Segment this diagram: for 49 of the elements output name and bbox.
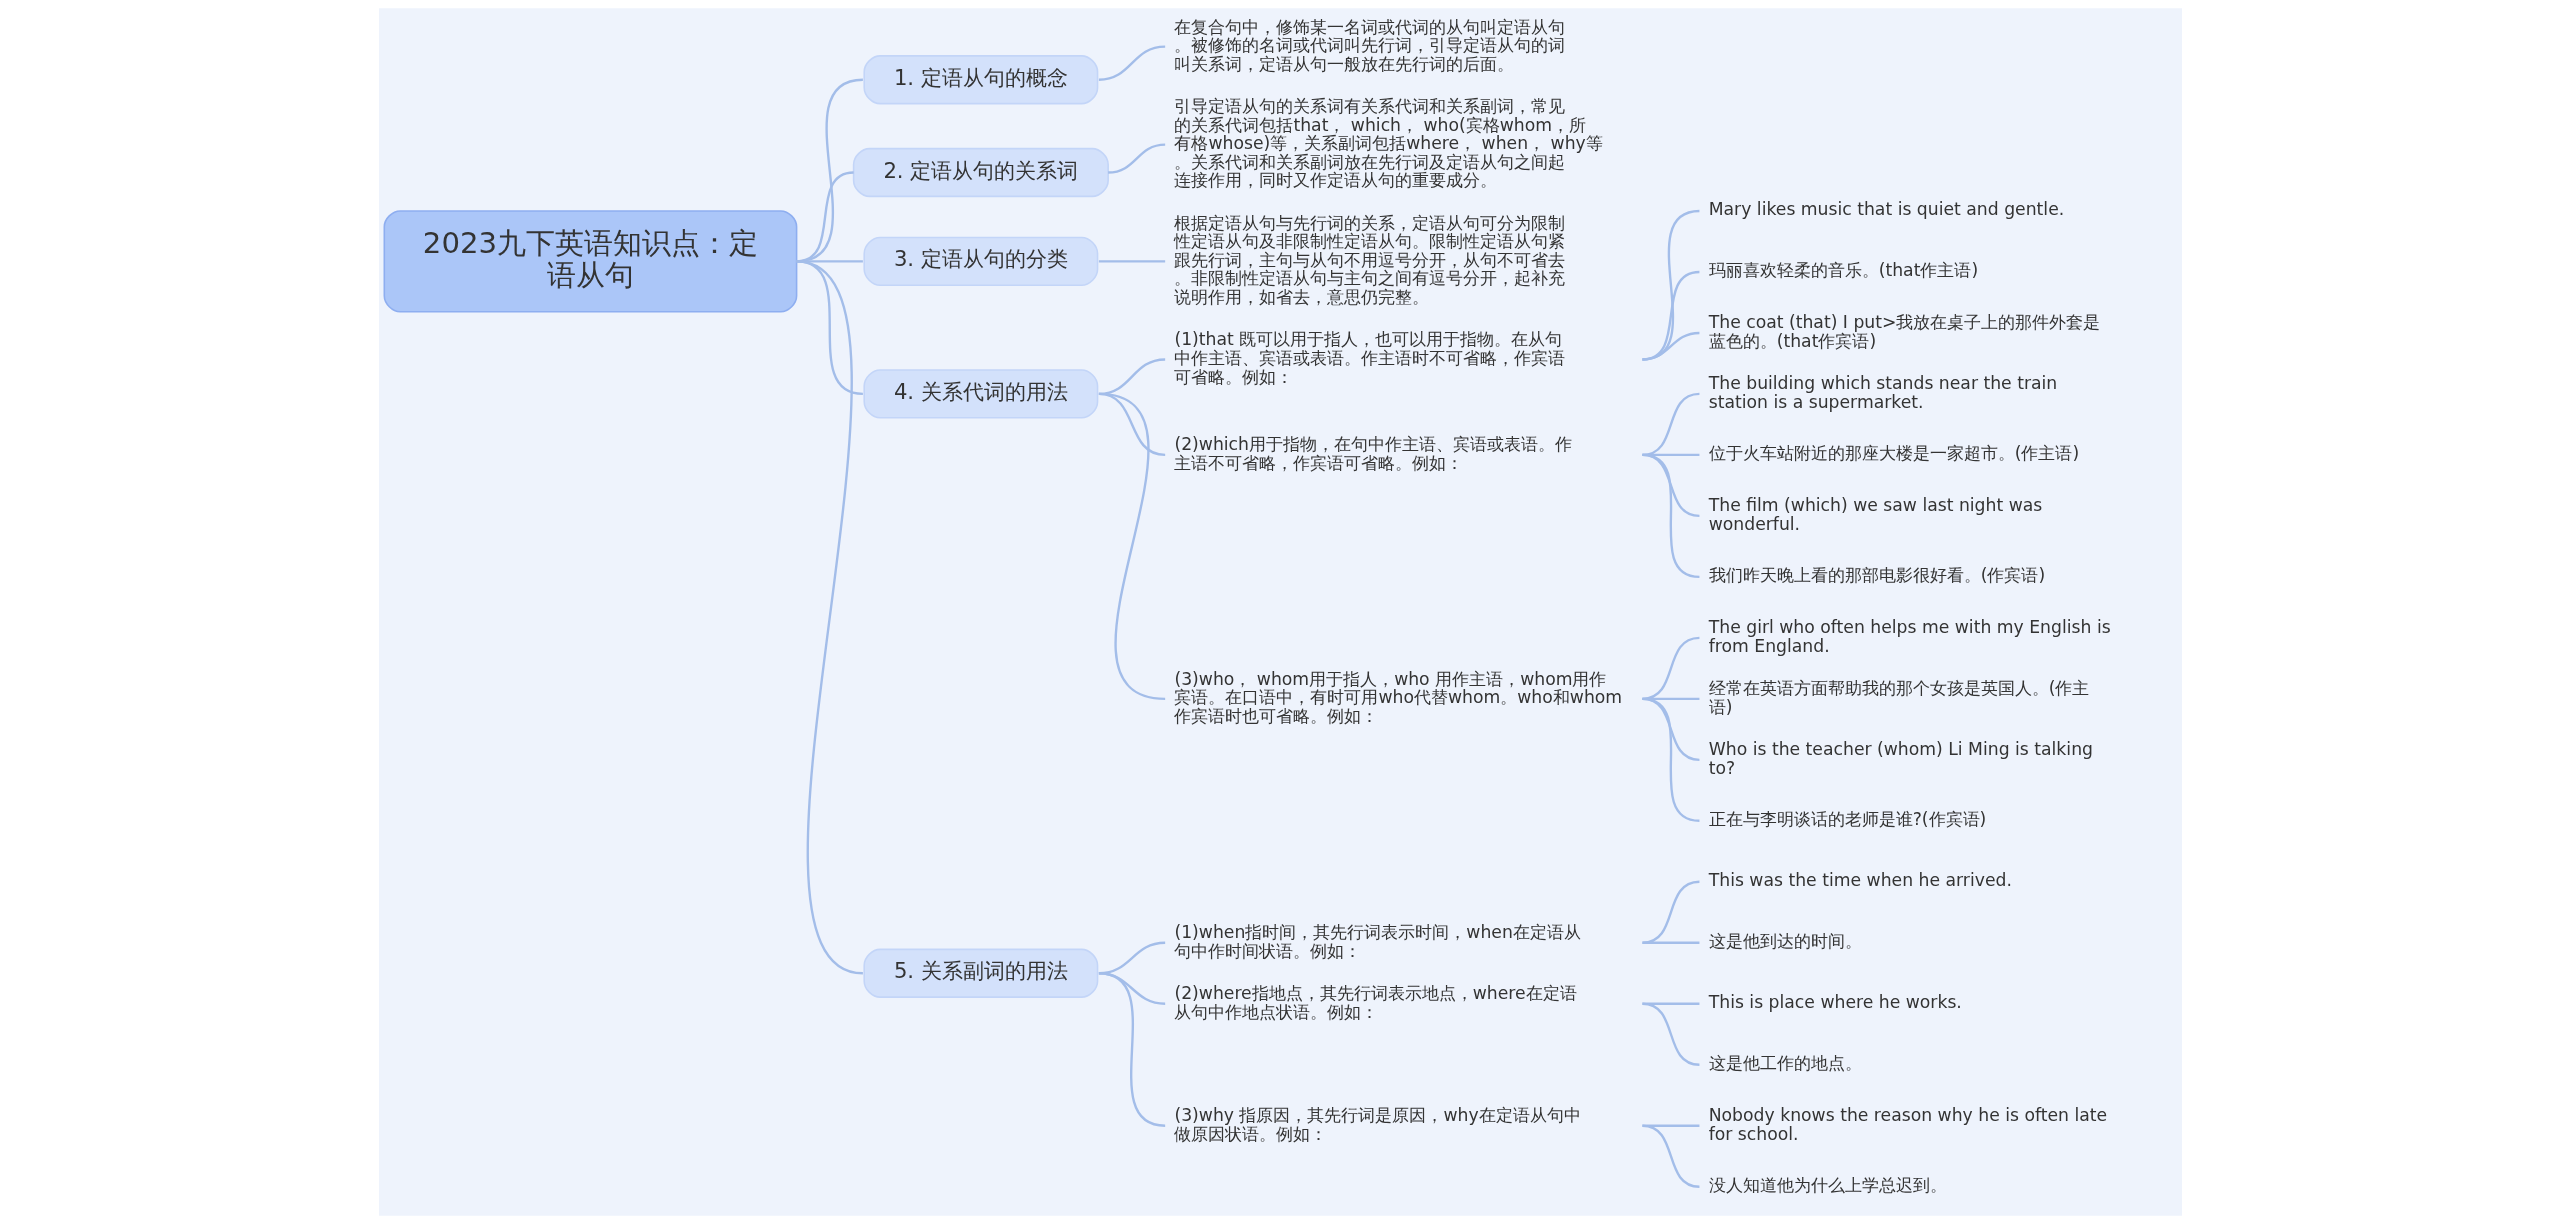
connector	[1641, 331, 1700, 361]
node-text: (2)which用于指物，在句中作主语、宾语或表语。作主语不可省略，作宾语可省略。例如：	[1173, 434, 1572, 473]
node-text: The film (which) we saw last night was wonderful.	[1708, 495, 2042, 534]
connector	[1641, 392, 1700, 457]
node-text: Nobody knows the reason why he is often late for school.	[1708, 1104, 2107, 1144]
connector	[1641, 697, 1700, 822]
node-text: 玛丽喜欢轻柔的音乐。(that作主语)	[1708, 260, 1978, 281]
node-text: The building which stands near the train station is a supermarket.	[1708, 373, 2057, 412]
node-text: (2)where指地点，其先行词表示地点，where在定语从句中作地点状语。例如：	[1173, 982, 1577, 1022]
node-text: 这是他到达的时间。	[1708, 931, 1862, 952]
node-text: (1)when指时间，其先行词表示时间，when在定语从句中作时间状语。例如：	[1173, 922, 1581, 961]
connector	[1641, 453, 1700, 579]
connector	[1641, 1124, 1700, 1188]
node-box: 2. 定语从句的关系词	[852, 147, 1109, 198]
node-box: 3. 定语从句的分类	[862, 236, 1098, 286]
node-text: 根据定语从句与先行词的关系，定语从句可分为限制性定语从句及非限制性定语从句。限制性定语从句紧跟先行词，主句与从句不用逗号分开，从句不可省去。非限制性定语从句与主句之间有逗号分开，起补充说明作用，如省去，意思仍完整。	[1173, 212, 1565, 307]
node-text: This was the time when he arrived.	[1708, 870, 2012, 891]
node-box: 5. 关系副词的用法	[862, 948, 1098, 998]
connector	[795, 260, 863, 975]
node-text: 这是他工作的地点。	[1708, 1053, 1862, 1074]
node-box: 2023九下英语知识点：定语从句	[383, 210, 797, 313]
connector	[1107, 143, 1165, 174]
node-box: 1. 定语从句的概念	[862, 55, 1098, 105]
node-box: 4. 关系代词的用法	[862, 369, 1098, 419]
node-text: 经常在英语方面帮助我的那个女孩是英国人。(作主语)	[1708, 678, 2089, 717]
connector	[1098, 260, 1165, 263]
node-text: 正在与李明谈话的老师是谁?(作宾语)	[1708, 809, 1986, 830]
connector	[1098, 972, 1165, 1127]
node-text: 没人知道他为什么上学总迟到。	[1708, 1175, 1947, 1196]
node-text: Mary likes music that is quiet and gentle.	[1708, 199, 2064, 220]
node-text: This is place where he works.	[1708, 992, 1962, 1013]
connector	[1641, 880, 1700, 944]
node-text: 在复合句中，修饰某一名词或代词的从句叫定语从句。被修饰的名词或代词叫先行词，引导定语从句的词叫关系词，定语从句一般放在先行词的后面。	[1173, 16, 1565, 74]
node-text: The coat (that) I put>我放在桌子上的那件外套是蓝色的。(that作宾语)	[1708, 312, 2100, 351]
connector	[1641, 636, 1700, 701]
connector	[1641, 209, 1700, 361]
node-text: 位于火车站附近的那座大楼是一家超市。(作主语)	[1708, 443, 2079, 464]
node-text: (3)why 指原因，其先行词是原因，why在定语从句中做原因状语。例如：	[1173, 1104, 1581, 1144]
node-text: 我们昨天晚上看的那部电影很好看。(作宾语)	[1708, 565, 2045, 586]
node-text: The girl who often helps me with my English is from England.	[1708, 617, 2111, 656]
connector	[1641, 270, 1700, 361]
connector	[1098, 392, 1165, 700]
node-text: (1)that 既可以用于指人，也可以用于指物。在从句中作主语、宾语或表语。作主语时不可省略，作宾语可省略。例如：	[1173, 329, 1565, 387]
node-text: 引导定语从句的关系词有关系代词和关系副词，常见的关系代词包括that， which， who(宾格whom，所有格whose)等，关系副词包括where， when， why等。关系代词和关系副词放在先行词及定语从句之间起连接作用，同时又作定语从句的重要成分。	[1173, 96, 1603, 191]
node-text: (3)who， whom用于指人，who 用作主语，whom用作宾语。在口语中，有时可用who代替whom。who和whom作宾语时也可省略。例如：	[1173, 668, 1622, 726]
node-text: Who is the teacher (whom) Li Ming is talking to?	[1708, 739, 2093, 778]
connector	[1098, 45, 1165, 81]
connector	[1641, 1002, 1700, 1066]
connector	[1641, 941, 1699, 944]
